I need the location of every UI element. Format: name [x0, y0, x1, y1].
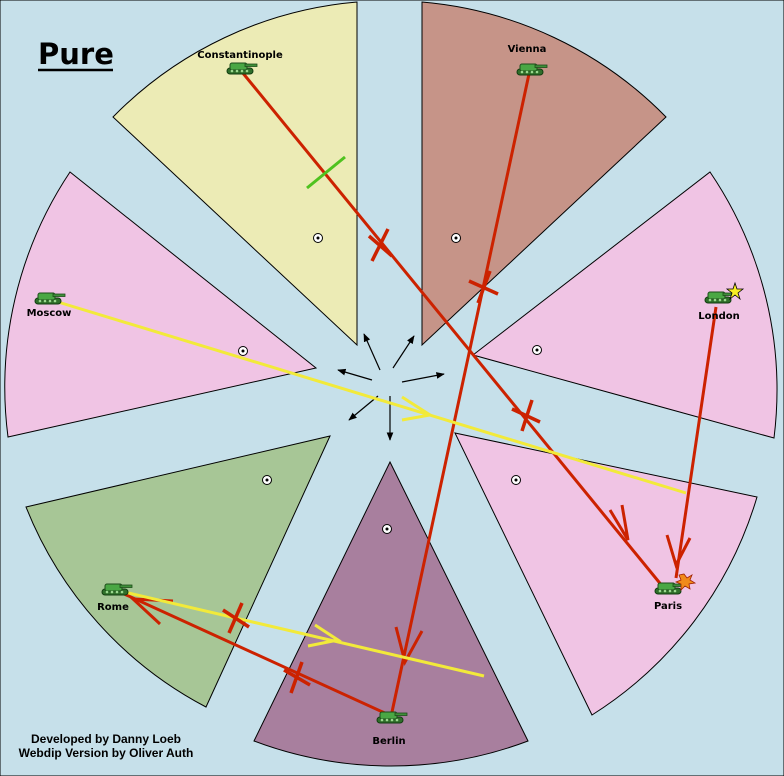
supply-center-rome: [262, 475, 272, 485]
failed-order-markers: [222, 228, 541, 694]
cut-support-marker: [306, 155, 346, 190]
supply-center-constantinople: [313, 233, 323, 243]
order-arrowhead: [401, 395, 435, 422]
province-vienna[interactable]: [421, 1, 667, 347]
province-berlin[interactable]: [253, 460, 529, 767]
army-unit-berlin[interactable]: [376, 711, 408, 724]
army-unit-paris[interactable]: [654, 582, 686, 595]
failed-order-cross: [468, 270, 499, 304]
province-rome[interactable]: [25, 435, 331, 708]
label-constantinople: Constantinople: [197, 50, 283, 61]
army-unit-vienna[interactable]: [516, 63, 548, 76]
label-vienna: Vienna: [508, 44, 547, 55]
label-rome: Rome: [97, 602, 129, 613]
orders-layer: [57, 71, 718, 716]
map-title: Pure: [38, 37, 114, 71]
label-moscow: Moscow: [27, 308, 72, 319]
province-moscow[interactable]: [4, 171, 318, 438]
province-london[interactable]: [471, 171, 778, 439]
supply-center-paris: [511, 475, 521, 485]
order-constantinople-paris: [240, 71, 665, 588]
army-unit-constantinople[interactable]: [226, 62, 258, 75]
label-london: London: [698, 311, 740, 322]
order-arrowhead: [665, 534, 692, 569]
star-icon: [725, 281, 745, 301]
failed-order-cross: [367, 228, 394, 262]
label-paris: Paris: [654, 601, 682, 612]
province-labels: Constantinople Vienna London Paris Berli…: [27, 44, 740, 747]
order-arrowhead: [608, 504, 630, 541]
credit-line-1: Developed by Danny Loeb: [31, 732, 181, 746]
army-unit-rome[interactable]: [101, 583, 133, 596]
failed-order-cross: [283, 661, 311, 694]
province-paris[interactable]: [454, 432, 758, 716]
failed-order-cross: [511, 399, 541, 432]
army-unit-moscow[interactable]: [34, 292, 66, 305]
order-rome-support: [119, 589, 485, 678]
province-constantinople[interactable]: [112, 1, 358, 347]
explosion-icon: [674, 573, 697, 591]
supply-center-london: [532, 345, 542, 355]
order-moscow-support: [57, 300, 687, 495]
order-arrowhead: [307, 623, 342, 648]
label-berlin: Berlin: [372, 736, 405, 747]
supply-center-vienna: [451, 233, 461, 243]
credit-line-2: Webdip Version by Oliver Auth: [19, 746, 194, 760]
failed-order-cross: [222, 602, 250, 634]
order-berlin-rome: [121, 591, 388, 716]
order-arrowhead: [394, 626, 424, 667]
order-london-paris: [674, 306, 718, 579]
order-vienna-berlin: [390, 73, 531, 713]
supply-center-moscow: [238, 346, 248, 356]
supply-center-berlin: [382, 524, 392, 534]
supply-centers: [238, 233, 542, 534]
